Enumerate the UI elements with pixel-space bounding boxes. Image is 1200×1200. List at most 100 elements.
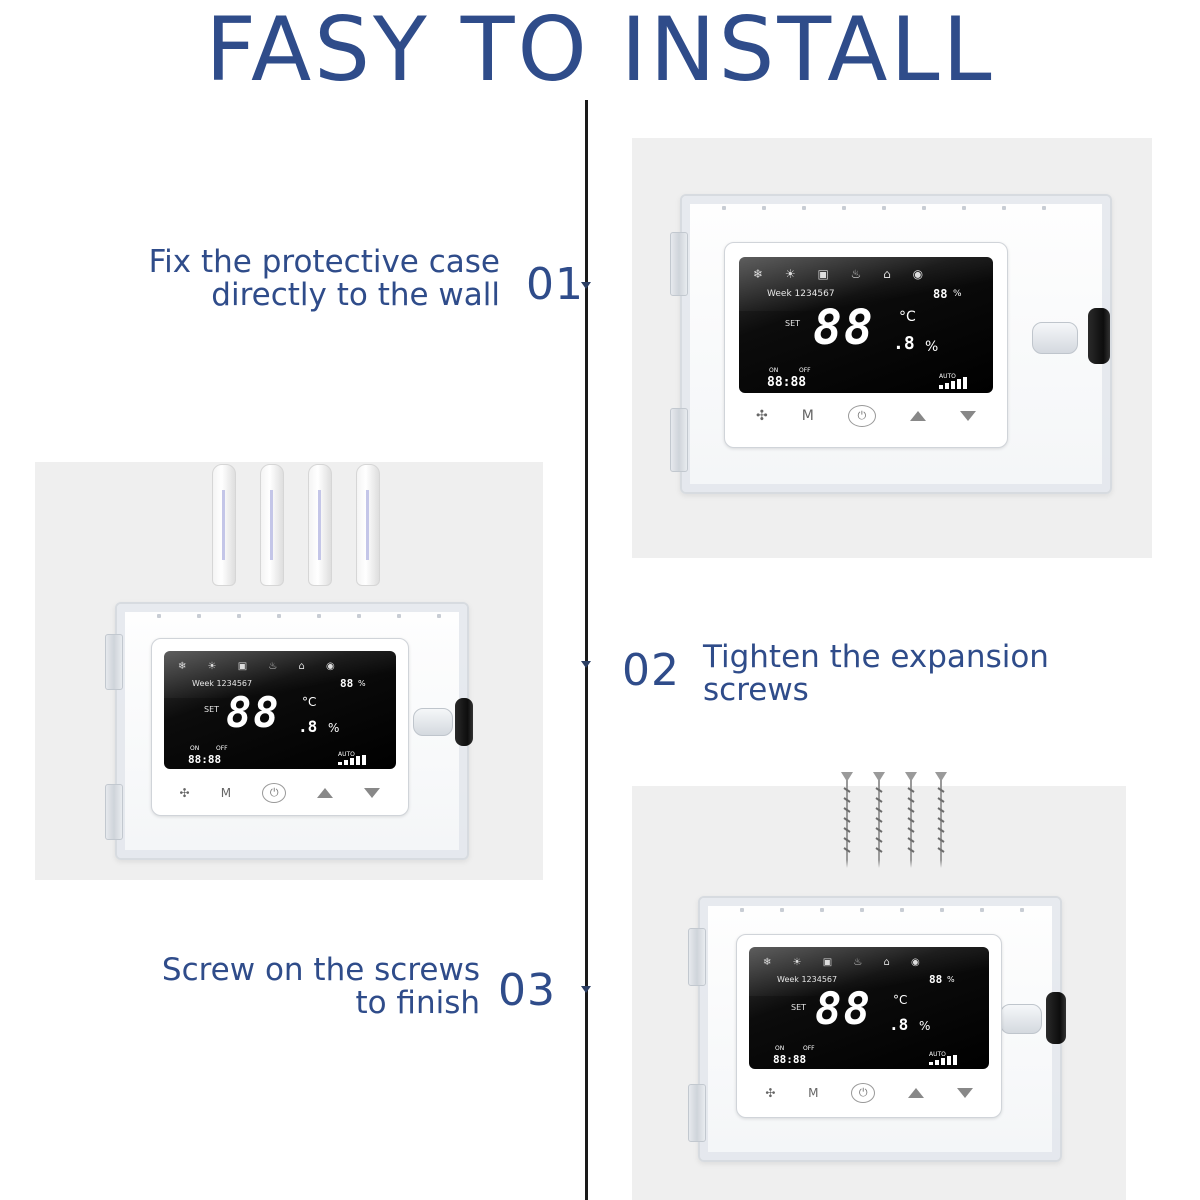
percent-unit: % xyxy=(925,339,939,355)
timeline-marker-3 xyxy=(581,986,591,993)
on-label: ON xyxy=(769,367,779,374)
mode-button[interactable]: M xyxy=(801,408,814,424)
lock-holder xyxy=(1032,322,1078,354)
auto-label: AUTO xyxy=(939,373,956,380)
up-arrow-icon[interactable] xyxy=(907,1088,924,1098)
temperature-decimal: .8 xyxy=(893,333,915,354)
clock-value: 88:88 xyxy=(773,1053,807,1066)
fan-speed-bars xyxy=(939,377,967,389)
thermostat-buttons: ✣ M ⏻ xyxy=(164,783,396,803)
step-2-number: 02 xyxy=(622,645,680,696)
fan-icon[interactable]: ✣ xyxy=(765,1086,776,1100)
off-label: OFF xyxy=(216,745,228,752)
fan-speed-bars xyxy=(929,1055,957,1065)
on-label: ON xyxy=(775,1045,785,1052)
mode-icons: ❄ ☀ ▣ ♨ ⌂ ◉ xyxy=(753,267,933,281)
fan-speed-bars xyxy=(338,755,366,765)
wall-anchor-2 xyxy=(260,464,284,586)
week-label: Week 1234567 xyxy=(777,975,838,984)
photo-step-2: ❄ ☀ ▣ ♨ ⌂ ◉ Week 1234567 SET 88 % 88 °C … xyxy=(35,462,543,880)
thermostat: ❄ ☀ ▣ ♨ ⌂ ◉ Week 1234567 SET 88 % 88 °C … xyxy=(151,638,409,816)
celsius-unit: °C xyxy=(302,695,317,709)
hinge-top xyxy=(688,928,706,986)
mode-icons: ❄ ☀ ▣ ♨ ⌂ ◉ xyxy=(178,661,344,672)
hinge-top xyxy=(670,232,688,296)
step-3-text: Screw on the screws to finish xyxy=(161,952,480,1021)
hinge-bottom xyxy=(105,784,123,840)
set-label: SET xyxy=(785,319,801,328)
humidity-unit: % xyxy=(953,289,962,299)
timeline-marker-2 xyxy=(581,661,591,668)
down-arrow-icon[interactable] xyxy=(364,788,381,798)
fan-icon[interactable]: ✣ xyxy=(756,408,768,424)
on-label: ON xyxy=(190,745,200,752)
thermostat-buttons: ✣ M ⏻ xyxy=(749,1083,989,1103)
protective-case: ❄ ☀ ▣ ♨ ⌂ ◉ Week 1234567 SET 88 % 88 °C … xyxy=(105,602,473,860)
off-label: OFF xyxy=(799,367,811,374)
off-label: OFF xyxy=(803,1045,815,1052)
fan-icon[interactable]: ✣ xyxy=(179,786,190,800)
power-button[interactable]: ⏻ xyxy=(847,405,876,427)
auto-label: AUTO xyxy=(929,1051,946,1058)
lock-holder xyxy=(1000,1004,1042,1034)
screw-2 xyxy=(873,772,885,868)
hinge-bottom xyxy=(670,408,688,472)
hinge-bottom xyxy=(688,1084,706,1142)
lock-knob[interactable] xyxy=(455,698,473,746)
protective-case: ❄ ☀ ▣ ♨ ⌂ ◉ Week 1234567 SET 88 % 88 °C … xyxy=(688,896,1066,1162)
step-3-number: 03 xyxy=(498,965,556,1016)
temperature-decimal: .8 xyxy=(889,1015,909,1034)
wall-anchor-1 xyxy=(212,464,236,586)
set-label: SET xyxy=(204,705,220,714)
thermostat-screen: ❄ ☀ ▣ ♨ ⌂ ◉ Week 1234567 SET 88 % 88 °C … xyxy=(164,651,396,769)
timeline-line xyxy=(585,100,588,1200)
mode-button[interactable]: M xyxy=(808,1086,819,1100)
step-1-number: 01 xyxy=(526,259,584,310)
down-arrow-icon[interactable] xyxy=(959,411,976,421)
thermostat-buttons: ✣ M ⏻ xyxy=(739,405,993,427)
up-arrow-icon[interactable] xyxy=(317,788,334,798)
temperature-decimal: .8 xyxy=(298,717,318,736)
mode-button[interactable]: M xyxy=(220,786,232,800)
page-title: FASY TO INSTALL xyxy=(205,0,995,101)
auto-label: AUTO xyxy=(338,751,355,758)
set-label: SET xyxy=(791,1003,807,1012)
hinge-top xyxy=(105,634,123,690)
protective-case: ❄ ☀ ▣ ♨ ⌂ ◉ Week 1234567 SET 88 % 88 °C … xyxy=(670,194,1112,494)
down-arrow-icon[interactable] xyxy=(956,1088,973,1098)
lock-knob[interactable] xyxy=(1046,992,1066,1044)
lock-holder xyxy=(413,708,453,736)
step-2-text: Tighten the expansion screws xyxy=(703,639,1049,708)
humidity-value: 88 xyxy=(340,677,354,690)
wall-anchor-3 xyxy=(308,464,332,586)
temperature-digits: 88 xyxy=(815,984,872,1035)
thermostat-screen: ❄ ☀ ▣ ♨ ⌂ ◉ Week 1234567 SET 88 % 88 °C … xyxy=(749,947,989,1069)
wall-anchor-4 xyxy=(356,464,380,586)
celsius-unit: °C xyxy=(899,309,916,325)
lock-knob[interactable] xyxy=(1088,308,1110,364)
humidity-value: 88 xyxy=(929,973,943,986)
timeline-marker-1 xyxy=(581,282,591,289)
power-button[interactable]: ⏻ xyxy=(851,1083,876,1103)
week-label: Week 1234567 xyxy=(767,289,835,299)
week-label: Week 1234567 xyxy=(192,679,253,688)
up-arrow-icon[interactable] xyxy=(909,411,926,421)
photo-step-3: ❄ ☀ ▣ ♨ ⌂ ◉ Week 1234567 SET 88 % 88 °C … xyxy=(632,772,1126,1200)
screw-4 xyxy=(935,772,947,868)
celsius-unit: °C xyxy=(893,993,908,1007)
humidity-unit: % xyxy=(947,975,955,984)
temperature-digits: 88 xyxy=(813,300,875,356)
power-button[interactable]: ⏻ xyxy=(262,783,287,803)
screw-3 xyxy=(905,772,917,868)
clock-value: 88:88 xyxy=(188,753,222,766)
thermostat-screen: ❄ ☀ ▣ ♨ ⌂ ◉ Week 1234567 SET 88 % 88 °C … xyxy=(739,257,993,393)
screw-1 xyxy=(841,772,853,868)
photo-step-1: ❄ ☀ ▣ ♨ ⌂ ◉ Week 1234567 SET 88 % 88 °C … xyxy=(632,138,1152,558)
humidity-unit: % xyxy=(358,679,366,688)
thermostat: ❄ ☀ ▣ ♨ ⌂ ◉ Week 1234567 SET 88 % 88 °C … xyxy=(736,934,1002,1118)
humidity-value: 88 xyxy=(933,287,948,301)
temperature-digits: 88 xyxy=(226,688,281,737)
clock-value: 88:88 xyxy=(767,375,807,390)
thermostat: ❄ ☀ ▣ ♨ ⌂ ◉ Week 1234567 SET 88 % 88 °C … xyxy=(724,242,1008,448)
mode-icons: ❄ ☀ ▣ ♨ ⌂ ◉ xyxy=(763,957,929,968)
